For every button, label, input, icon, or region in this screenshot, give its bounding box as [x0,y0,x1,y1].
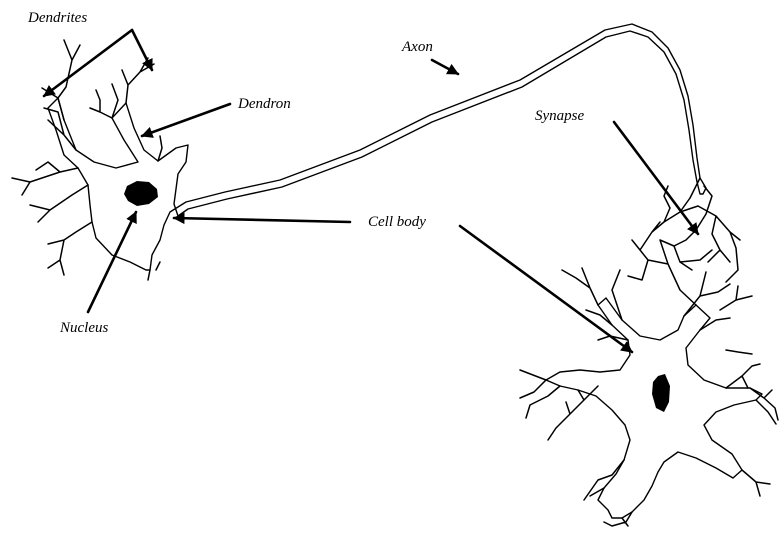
label-dendrites: Dendrites [27,10,87,26]
label-synapse-group: Synapse [535,108,698,234]
synapse-pointer [614,122,698,234]
label-nucleus: Nucleus [59,320,108,336]
label-dendron: Dendron [237,96,291,112]
right-nucleus [652,374,670,412]
dendron-pointer [142,104,230,136]
right-cell-body-outline [546,298,762,518]
dendrites-pointer-right [132,30,152,70]
cell-body-pointer-right [460,226,632,352]
left-dendrite-branches [12,40,162,280]
left-neuron [12,24,706,280]
label-nucleus-group: Nucleus [59,212,136,336]
label-axon-group: Axon [401,39,458,74]
cell-body-pointer-left [174,218,350,222]
label-synapse: Synapse [535,108,584,124]
left-nucleus [124,181,158,206]
label-dendrites-group: Dendrites [27,10,152,96]
dendrites-pointer-left [44,30,132,96]
axon-pointer [432,60,458,74]
label-axon: Axon [401,39,433,55]
right-dendrite-branches [520,178,778,526]
right-neuron [520,178,778,526]
label-cell-body-group: Cell body [174,214,632,352]
label-cell-body: Cell body [368,214,426,230]
label-dendron-group: Dendron [142,96,291,136]
